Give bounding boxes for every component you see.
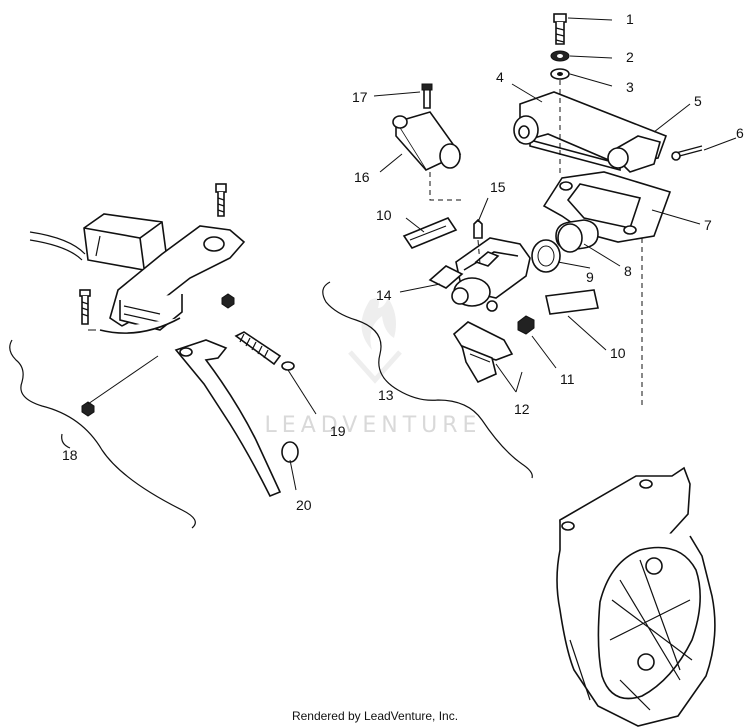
callout-2: 2: [626, 49, 634, 65]
callout-6: 6: [736, 125, 744, 141]
callout-16: 16: [354, 169, 370, 185]
center-assembly: [322, 13, 703, 479]
left-assembly: [9, 183, 299, 529]
callout-7: 7: [704, 217, 712, 233]
callout-5: 5: [694, 93, 702, 109]
callout-10-upper: 10: [376, 207, 392, 223]
callouts: 1 2 3 4 5 6 7 8 9 10 10 11 12 13 14 15 1…: [62, 11, 744, 513]
right-housing: [556, 466, 716, 727]
callout-1: 1: [626, 11, 634, 27]
callout-3: 3: [626, 79, 634, 95]
callout-10-lower: 10: [610, 345, 626, 361]
watermark-text: LEADVENTURE: [265, 413, 482, 438]
callout-8: 8: [624, 263, 632, 279]
watermark-logo: [348, 298, 402, 384]
callout-12: 12: [514, 401, 530, 417]
callout-15: 15: [490, 179, 506, 195]
callout-17: 17: [352, 89, 368, 105]
callout-20: 20: [296, 497, 312, 513]
callout-11: 11: [560, 371, 575, 387]
footer-credit: Rendered by LeadVenture, Inc.: [291, 709, 459, 723]
leader-lines: [287, 17, 737, 491]
callout-18: 18: [62, 447, 78, 463]
callout-14: 14: [376, 287, 392, 303]
callout-19: 19: [330, 423, 346, 439]
callout-4: 4: [496, 69, 504, 85]
callout-9: 9: [586, 269, 594, 285]
callout-13: 13: [378, 387, 394, 403]
